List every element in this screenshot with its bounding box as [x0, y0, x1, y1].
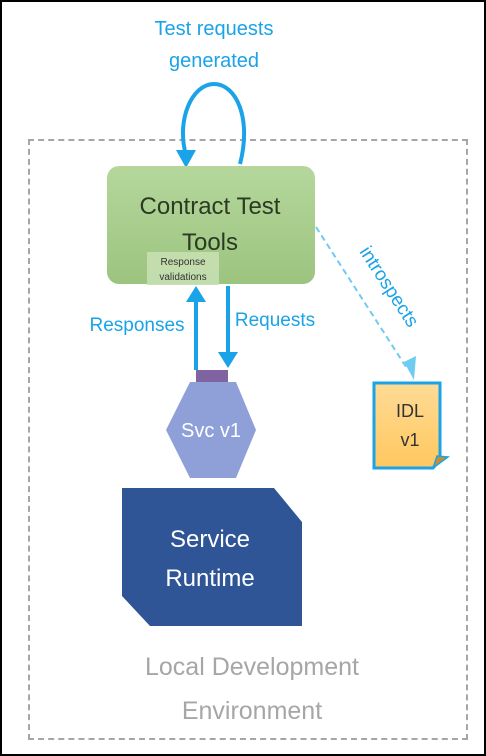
responses-label: Responses: [89, 315, 184, 336]
loop-label-line2: generated: [169, 50, 259, 72]
idl-label-line2: v1: [400, 430, 419, 450]
test-requests-loop-arrowhead: [176, 150, 196, 168]
local-environment-boundary: [28, 139, 468, 740]
environment-label-line1: Local Development: [145, 653, 359, 681]
response-validations-badge: [147, 252, 219, 285]
environment-label-line2: Environment: [182, 697, 322, 725]
idl-v1-document: [372, 381, 442, 470]
idl-corner-fold: [431, 455, 451, 470]
validation-label-line1: Response: [160, 257, 205, 268]
idl-label-line1: IDL: [396, 401, 424, 421]
introspects-arrowhead: [404, 356, 416, 380]
requests-arrowhead: [218, 352, 238, 368]
tools-label-line1: Contract Test: [140, 193, 281, 220]
validation-label-line2: validations: [159, 272, 206, 283]
svc-v1-hexagon: [166, 382, 256, 478]
introspects-label: introspects: [355, 243, 423, 331]
introspects-arrow-shaft: [315, 226, 409, 371]
loop-label-line1: Test requests: [155, 18, 274, 40]
test-requests-loop-arrow: [180, 81, 247, 165]
responses-arrowhead: [186, 286, 206, 302]
svc-label: Svc v1: [181, 420, 241, 442]
tools-label-line2: Tools: [182, 229, 238, 256]
service-runtime-shape: [122, 488, 302, 626]
requests-label: Requests: [235, 310, 315, 331]
runtime-label-line1: Service: [170, 526, 250, 553]
svc-port: [196, 370, 228, 382]
runtime-label-line2: Runtime: [165, 565, 254, 592]
